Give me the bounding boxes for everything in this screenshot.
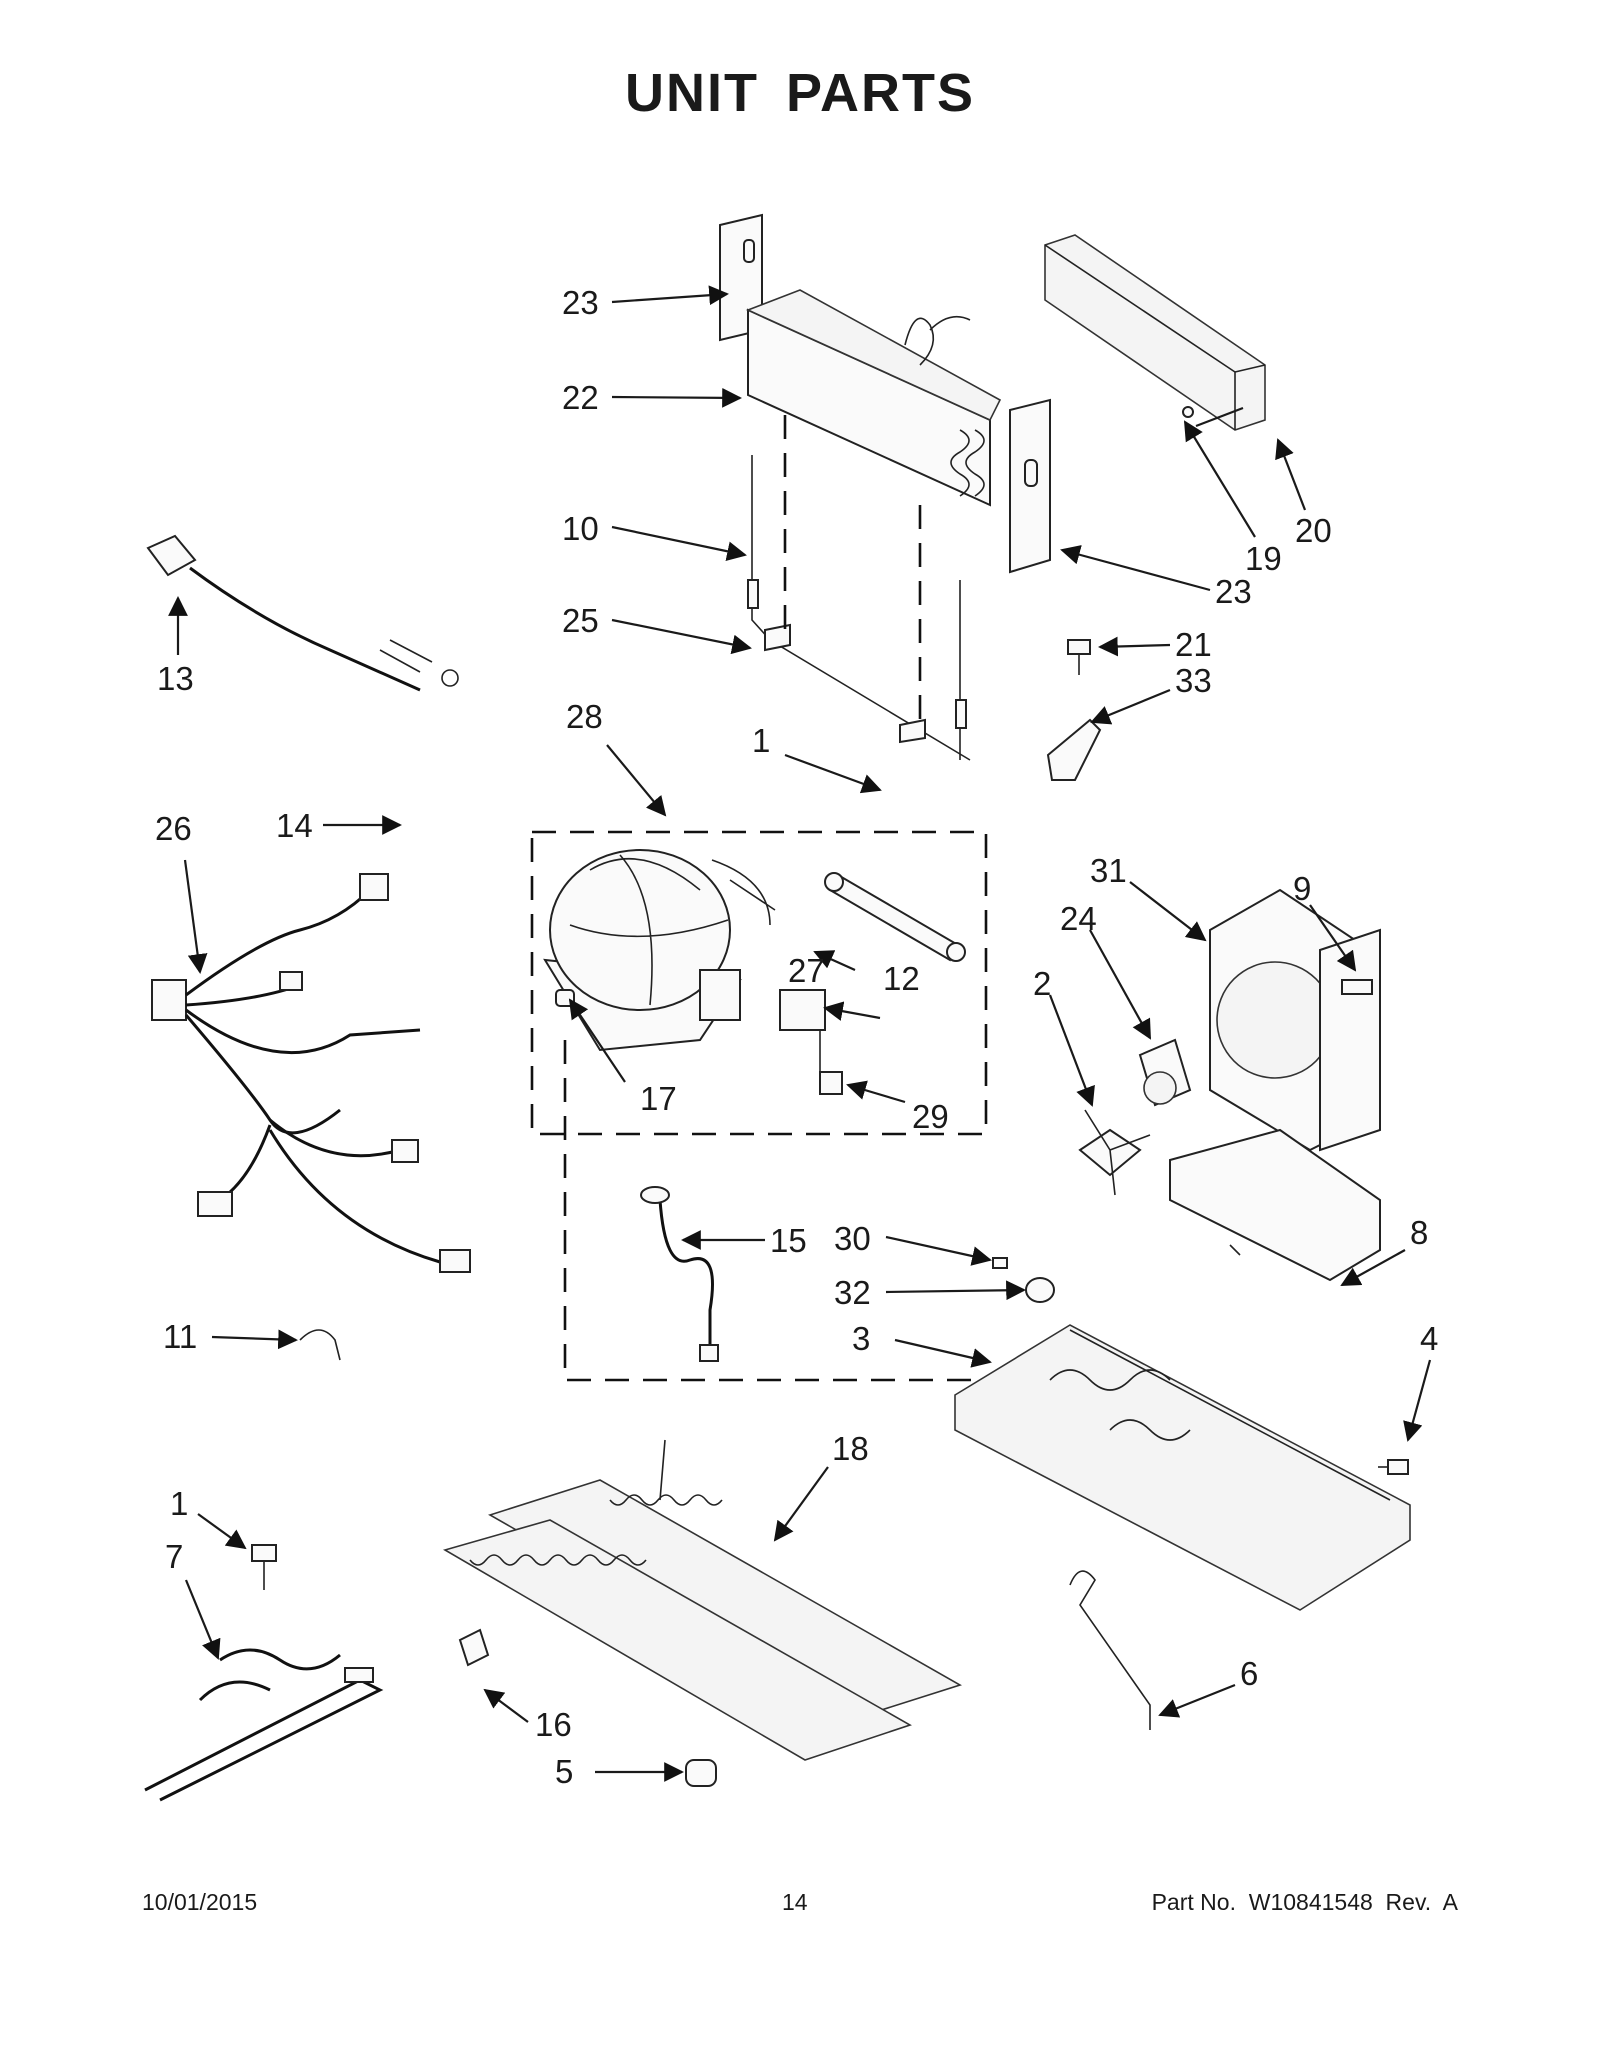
wiring-harness-illustration [151, 873, 471, 1273]
callout-10: 10 [562, 510, 599, 547]
callout-29: 29 [912, 1098, 949, 1135]
callout-8: 8 [1410, 1214, 1428, 1251]
page-title: UNIT PARTS [625, 63, 975, 123]
compressor-illustration [543, 849, 843, 1095]
callout-1-lower: 1 [170, 1485, 188, 1522]
callout-21: 21 [1175, 626, 1212, 663]
cover-illustration [1044, 234, 1266, 431]
callout-16: 16 [535, 1706, 572, 1743]
tube-grommet-illustration [640, 1186, 1055, 1362]
callout-23-lower: 23 [1215, 573, 1252, 610]
callout-7: 7 [165, 1538, 183, 1575]
base-pan-illustration [954, 1128, 1411, 1611]
heater-harness-illustration [144, 1544, 384, 1802]
callout-19: 19 [1245, 540, 1282, 577]
callout-labels: 23 22 10 25 23 19 20 13 21 33 28 1 26 14… [155, 284, 1438, 1790]
callout-18: 18 [832, 1430, 869, 1467]
callout-13: 13 [157, 660, 194, 697]
callout-5: 5 [555, 1753, 573, 1790]
callout-20: 20 [1295, 512, 1332, 549]
callout-25: 25 [562, 602, 599, 639]
callout-9: 9 [1293, 870, 1311, 907]
callout-23-upper: 23 [562, 284, 599, 321]
callout-22: 22 [562, 379, 599, 416]
callout-14: 14 [276, 807, 313, 844]
footer-part-number: Part No. W10841548 Rev. A [1151, 1889, 1458, 1915]
callout-2: 2 [1033, 965, 1051, 1002]
fan-assembly-illustration [1078, 888, 1381, 1196]
power-cord-illustration [146, 534, 459, 692]
assembly-dashed-lines [530, 415, 988, 1382]
condenser-illustration [442, 1439, 962, 1787]
leader-lines [168, 285, 1432, 1782]
callout-3: 3 [852, 1320, 870, 1357]
callout-33: 33 [1175, 662, 1212, 699]
callout-32: 32 [834, 1274, 871, 1311]
callout-11: 11 [163, 1318, 197, 1355]
drier-illustration [824, 872, 966, 962]
footer-page-number: 14 [782, 1889, 808, 1915]
footer-date: 10/01/2015 [142, 1889, 258, 1915]
callout-30: 30 [834, 1220, 871, 1257]
callout-6: 6 [1240, 1655, 1258, 1692]
callout-4: 4 [1420, 1320, 1438, 1357]
callout-26: 26 [155, 810, 192, 847]
clip-hook-illustration [299, 1329, 1151, 1730]
callout-12: 12 [883, 960, 920, 997]
callout-27: 27 [788, 952, 825, 989]
callout-1-upper: 1 [752, 722, 770, 759]
callout-17: 17 [640, 1080, 677, 1117]
heater-illustration [747, 455, 971, 761]
screw-bracket-illustration [1046, 639, 1102, 781]
callout-31: 31 [1090, 852, 1127, 889]
callout-28: 28 [566, 698, 603, 735]
callout-24: 24 [1060, 900, 1097, 937]
evaporator-illustration [719, 213, 1051, 574]
callout-15: 15 [770, 1222, 807, 1259]
